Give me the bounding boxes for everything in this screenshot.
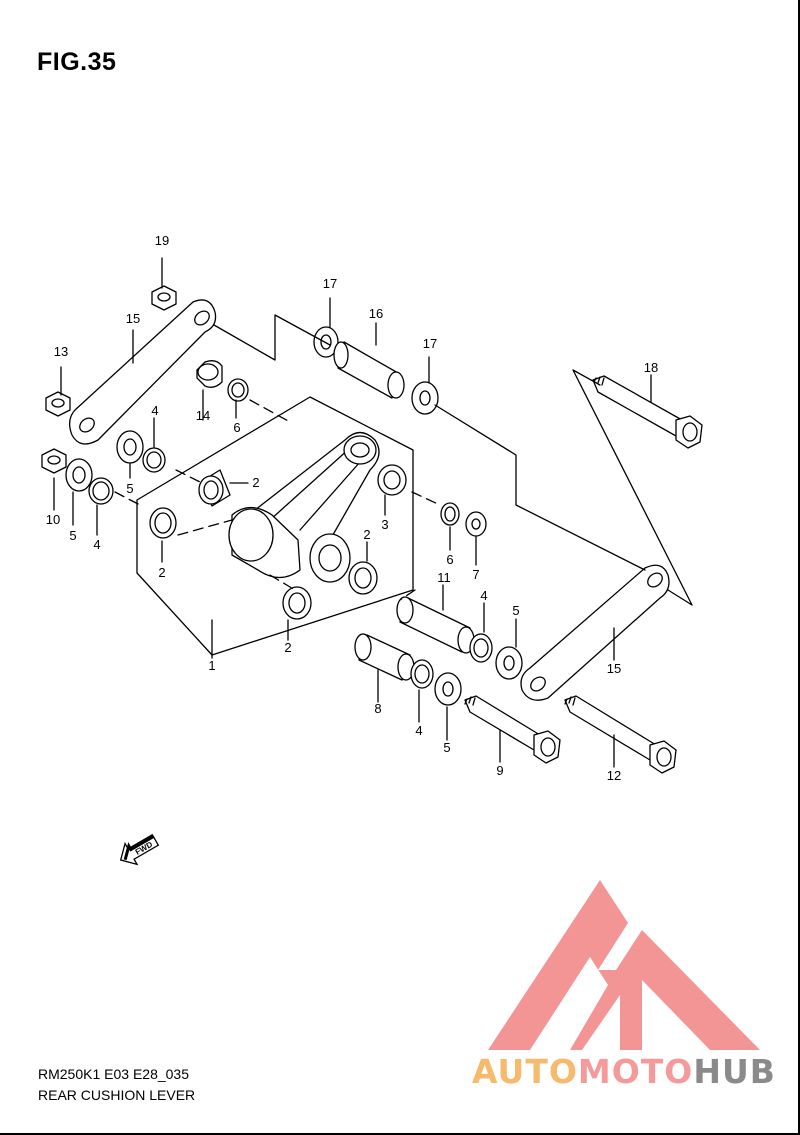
ring-6-upper	[227, 378, 249, 402]
fwd-arrow-icon: FWD	[119, 833, 160, 866]
washer-5-right-lower	[434, 672, 462, 706]
callout-4-b: 4	[93, 537, 100, 552]
assembly-line-rod	[434, 404, 646, 571]
ring-6-right	[440, 502, 460, 526]
cushion-lever	[228, 431, 380, 583]
footer-model-code: RM250K1 E03 E28_035	[38, 1066, 189, 1082]
callout-17-a: 17	[323, 276, 337, 291]
brand-moto: MOTO	[577, 1052, 694, 1091]
callout-15-right: 15	[607, 661, 621, 676]
assembly-line-bolt18	[572, 369, 693, 606]
callout-10: 10	[46, 512, 60, 527]
callout-16: 16	[369, 306, 383, 321]
right-link-rod	[520, 564, 670, 701]
bolt-12	[564, 695, 677, 774]
callout-4-c: 4	[480, 588, 487, 603]
callout-11: 11	[437, 570, 451, 585]
bearing-3	[377, 464, 407, 496]
seal-4-right-upper	[469, 633, 493, 663]
bearing-2-d	[282, 586, 312, 620]
callout-4-d: 4	[415, 723, 422, 738]
washer-5-right-upper	[495, 646, 523, 680]
callout-9: 9	[496, 763, 503, 778]
bolt-9	[464, 695, 561, 764]
bearing-2-b	[149, 507, 177, 539]
callout-19: 19	[155, 233, 169, 248]
bearing-2-a	[198, 469, 231, 507]
lever-assembly-bracket	[136, 396, 414, 656]
automotohub-watermark-text: AUTOMOTOHUB	[472, 1052, 776, 1091]
logo-triangles	[488, 880, 760, 1050]
callout-5-c: 5	[512, 603, 519, 618]
washer-17-upper	[313, 326, 339, 358]
callout-2-b: 2	[158, 565, 165, 580]
callout-8: 8	[374, 701, 381, 716]
callout-2-d: 2	[284, 640, 291, 655]
bushing-14	[196, 360, 223, 388]
automotohub-logo-icon	[488, 880, 760, 1050]
bolt-18	[592, 375, 703, 449]
callout-12: 12	[607, 768, 621, 783]
nut-10	[41, 448, 67, 474]
callout-1: 1	[208, 658, 215, 673]
callout-15-left: 15	[126, 311, 140, 326]
callout-13: 13	[54, 344, 68, 359]
callout-6-b: 6	[446, 552, 453, 567]
nut-19	[151, 285, 177, 311]
nut-13	[45, 391, 71, 417]
callout-3: 3	[381, 517, 388, 532]
callout-14: 14	[196, 408, 210, 423]
washer-17-lower	[411, 381, 439, 415]
assembly-line-top	[213, 314, 331, 361]
washer-5-left-lower	[65, 458, 93, 492]
washer-7	[465, 511, 487, 537]
callout-18: 18	[644, 360, 658, 375]
callout-7: 7	[472, 567, 479, 582]
callout-5-d: 5	[443, 740, 450, 755]
callout-2-a: 2	[252, 475, 259, 490]
callout-17-b: 17	[423, 336, 437, 351]
washer-5-left-upper	[116, 430, 144, 464]
figure-title: FIG.35	[37, 48, 117, 76]
brand-auto: AUTO	[472, 1052, 578, 1091]
callout-5-b: 5	[69, 528, 76, 543]
left-link-rod	[68, 299, 217, 445]
callout-6-a: 6	[233, 420, 240, 435]
spacer-11	[396, 596, 475, 654]
bearing-2-c	[348, 561, 378, 595]
seal-4-right-lower	[410, 659, 434, 689]
spacer-8	[354, 633, 415, 681]
callout-4-a: 4	[151, 403, 158, 418]
spacer-16	[333, 341, 405, 399]
callout-2-c: 2	[363, 527, 370, 542]
brand-hub: HUB	[693, 1052, 776, 1091]
callout-5-a: 5	[126, 481, 133, 496]
footer-section-name: REAR CUSHION LEVER	[38, 1087, 196, 1103]
